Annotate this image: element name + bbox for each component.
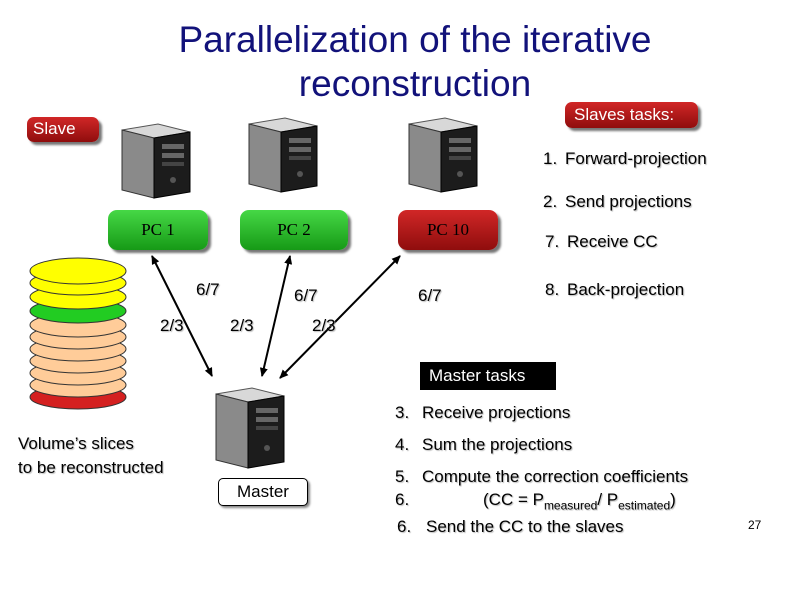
task-text: Send the CC to the slaves <box>426 517 624 536</box>
task-text: Sum the projections <box>422 435 573 454</box>
task-number: 4. <box>395 435 410 454</box>
pc-tower-icon <box>215 387 285 469</box>
slave-task-1: 1. Forward-projection <box>543 149 707 169</box>
fraction-pc2-down: 2/3 <box>230 316 254 335</box>
task-text: Receive projections <box>422 403 571 422</box>
master-task-4: 4. Sum the projections <box>395 435 572 455</box>
pc-label-10: PC 10 <box>398 210 498 250</box>
task-text: Back-projection <box>567 280 685 299</box>
master-label: Master <box>218 478 308 506</box>
slave-label: Slave <box>33 119 76 138</box>
slave-tag: Slave <box>27 117 99 142</box>
double-arrow-icon <box>259 255 293 377</box>
task-number: 6. <box>397 517 412 536</box>
caption-line-1: Volume’s slices <box>18 434 134 453</box>
pc-tower-icon <box>248 117 318 193</box>
slaves-tasks-tag: Slaves tasks: <box>565 102 698 128</box>
page-title: Parallelization of the iterative reconst… <box>178 19 652 104</box>
master-task-5: 5. Compute the correction coefficients <box>395 467 688 487</box>
formula-sub-measured: measured <box>543 498 598 513</box>
fraction-pc1-up: 6/7 <box>196 280 220 299</box>
master-task-3: 3. Receive projections <box>395 403 570 423</box>
task-text: Forward-projection <box>565 149 707 168</box>
slaves-tasks-label: Slaves tasks: <box>574 105 675 124</box>
fraction-pc10-up: 6/7 <box>418 286 442 305</box>
task-number: 3. <box>395 403 410 422</box>
task-number: 7. <box>545 232 560 251</box>
double-arrow-icon <box>279 255 401 379</box>
task-text: Receive CC <box>567 232 658 251</box>
slave-task-8: 8. Back-projection <box>545 280 684 300</box>
pc-tower-icon <box>121 123 191 199</box>
master-tasks-label: Master tasks <box>420 362 556 390</box>
volume-caption: Volume’s slices to be reconstructed <box>18 432 164 480</box>
task-number: 5. <box>395 467 410 486</box>
double-arrow-icon <box>151 255 213 377</box>
formula-open: (CC = P <box>483 490 544 509</box>
task-text: Send projections <box>565 192 692 211</box>
pc-tower-icon <box>408 117 478 193</box>
master-task-formula: 6. (CC = Pmeasured/ Pestimated) <box>395 490 676 512</box>
formula-sub-estimated: estimated <box>618 498 671 513</box>
task-text: Compute the correction coefficients <box>422 467 689 486</box>
task-number: 8. <box>545 280 560 299</box>
task-number: 6. <box>395 490 410 509</box>
pc-label-2: PC 2 <box>240 210 348 250</box>
slice-0 <box>29 257 127 285</box>
task-number: 1. <box>543 149 558 168</box>
volume-slices-stack <box>29 257 127 410</box>
fraction-pc10-down: 2/3 <box>312 316 336 335</box>
formula-slash: / P <box>597 490 619 509</box>
master-task-6: 6. Send the CC to the slaves <box>397 517 624 537</box>
fraction-pc2-up: 6/7 <box>294 286 318 305</box>
pc-label-1: PC 1 <box>108 210 208 250</box>
caption-line-2: to be reconstructed <box>18 458 164 477</box>
fraction-pc1-down: 2/3 <box>160 316 184 335</box>
formula-close: ) <box>670 490 676 509</box>
task-number: 2. <box>543 192 558 211</box>
page-number: 27 <box>748 518 762 532</box>
slave-task-7: 7. Receive CC <box>545 232 658 252</box>
slave-task-2: 2. Send projections <box>543 192 692 212</box>
